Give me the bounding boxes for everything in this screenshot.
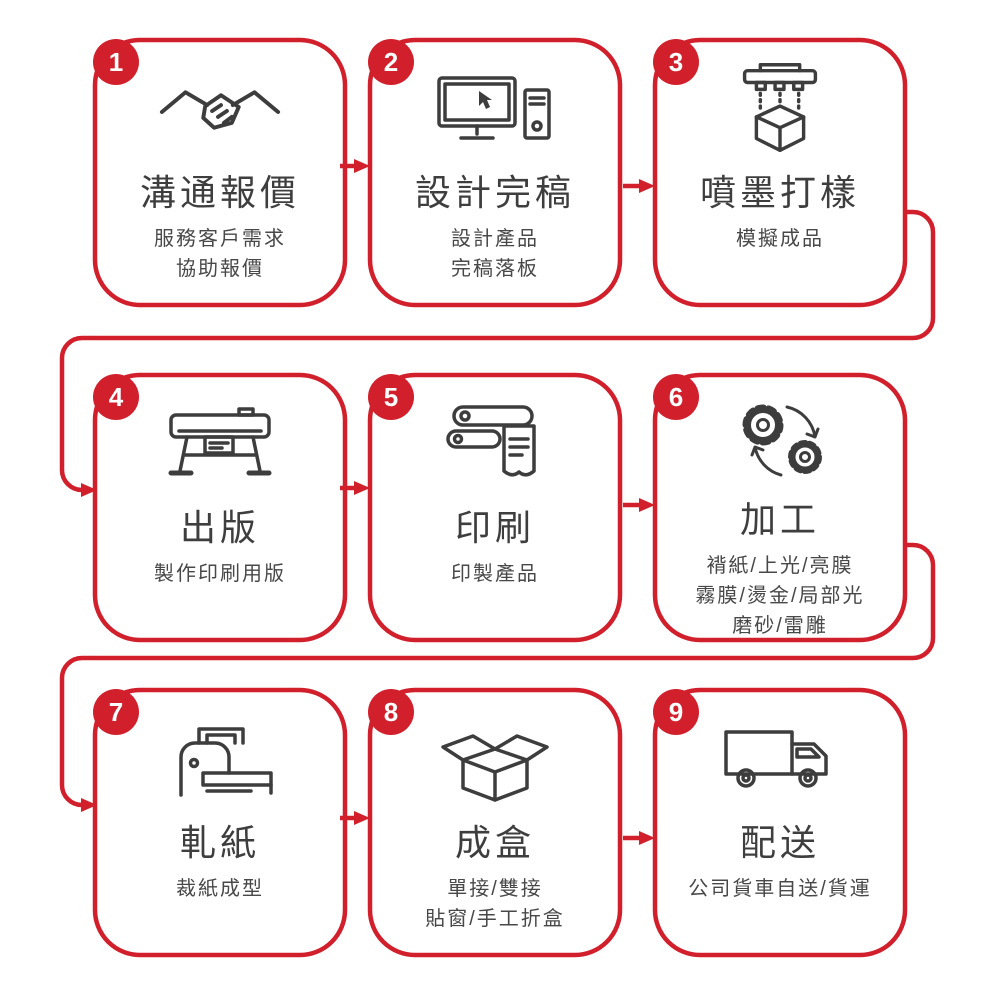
step-subtitle-line: 製作印刷用版 <box>154 563 286 585</box>
step-number-badge: 3 <box>653 39 699 85</box>
step-card: 2 設計完稿 設計產品 完稿落板 <box>368 39 620 305</box>
step-subtitle-line: 印製產品 <box>451 563 539 585</box>
step-subtitle-group: 褙紙/上光/亮膜 霧膜/燙金/局部光 磨砂/雷雕 <box>695 551 864 641</box>
step-number-badge: 7 <box>93 689 139 735</box>
delivery-truck-icon <box>720 710 840 810</box>
step-subtitle-line: 霧膜/燙金/局部光 <box>695 585 865 607</box>
step-title: 配送 <box>739 822 820 863</box>
step-card: 4 出版 製作印刷用版 <box>93 374 345 640</box>
step-subtitle-line: 設計產品 <box>451 228 539 250</box>
gears-icon <box>727 395 833 487</box>
step-subtitle-line: 完稿落板 <box>451 258 539 280</box>
step-card: 8 成盒 單接/雙接 貼窗/手工折盒 <box>368 689 620 955</box>
step-title: 噴墨打樣 <box>699 172 860 213</box>
step-title: 軋紙 <box>179 822 260 863</box>
desktop-computer-icon <box>435 60 555 160</box>
handshake-icon <box>156 60 284 160</box>
step-subtitle-line: 磨砂/雷雕 <box>732 615 828 637</box>
step-number-badge: 2 <box>368 39 414 85</box>
step-card: 1 溝通報價 服務客戶需求 協助報價 <box>93 39 345 305</box>
step-title: 加工 <box>739 499 820 540</box>
step-subtitle-group: 公司貨車自送/貨運 <box>688 874 872 904</box>
step-subtitle-line: 服務客戶需求 <box>154 228 286 250</box>
inkjet-proof-icon <box>721 60 839 160</box>
step-card: 3 噴墨打樣 模擬成品 <box>653 39 905 305</box>
step-number-badge: 6 <box>653 374 699 420</box>
step-number-badge: 9 <box>653 689 699 735</box>
step-number-badge: 4 <box>93 374 139 420</box>
step-subtitle-line: 協助報價 <box>176 258 264 280</box>
step-number-badge: 5 <box>368 374 414 420</box>
step-card: 7 軋紙 裁紙成型 <box>93 689 345 955</box>
step-subtitle-line: 裁紙成型 <box>176 878 264 900</box>
step-subtitle-group: 裁紙成型 <box>176 874 264 904</box>
step-title: 設計完稿 <box>414 172 575 213</box>
step-subtitle-group: 模擬成品 <box>736 224 824 254</box>
step-title: 印刷 <box>454 507 535 548</box>
plate-output-icon <box>159 395 281 495</box>
step-number-badge: 8 <box>368 689 414 735</box>
step-subtitle-line: 模擬成品 <box>736 228 824 250</box>
step-subtitle-group: 設計產品 完稿落板 <box>451 224 539 284</box>
step-card: 9 配送 公司貨車自送/貨運 <box>653 689 905 955</box>
step-subtitle-group: 服務客戶需求 協助報價 <box>154 224 286 284</box>
step-subtitle-group: 單接/雙接 貼窗/手工折盒 <box>425 874 565 934</box>
step-subtitle-line: 褙紙/上光/亮膜 <box>706 555 854 577</box>
step-subtitle-group: 印製產品 <box>451 559 539 589</box>
step-subtitle-line: 貼窗/手工折盒 <box>425 908 565 930</box>
step-title: 溝通報價 <box>139 172 300 213</box>
step-card: 5 印刷 印製產品 <box>368 374 620 640</box>
die-cutting-icon <box>161 710 279 810</box>
step-card: 6 加工 褙紙/上光/亮膜 霧膜/燙金/局部光 磨砂/雷雕 <box>653 374 905 641</box>
step-subtitle-line: 單接/雙接 <box>447 878 543 900</box>
step-subtitle-line: 公司貨車自送/貨運 <box>688 878 872 900</box>
step-number-badge: 1 <box>93 39 139 85</box>
step-title: 成盒 <box>454 822 535 863</box>
printing-press-icon <box>440 395 550 495</box>
open-box-icon <box>435 710 555 810</box>
step-subtitle-group: 製作印刷用版 <box>154 559 286 589</box>
step-title: 出版 <box>179 507 260 548</box>
